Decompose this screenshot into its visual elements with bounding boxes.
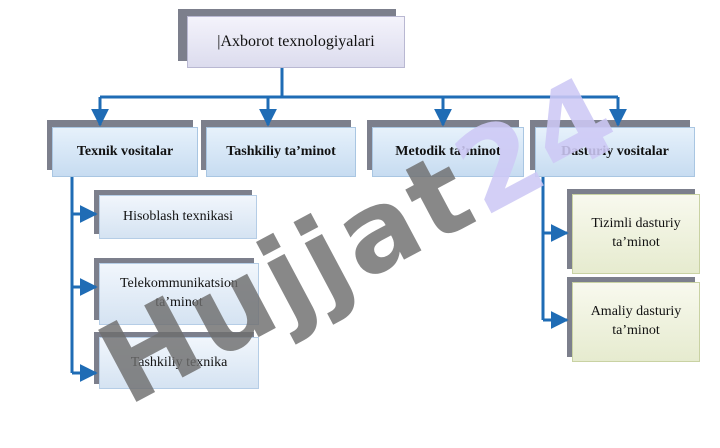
branch-software-label: Dasturiy vositalar [561, 143, 669, 159]
computing-node: Hisoblash texnikasi [99, 195, 257, 239]
connector-lines [70, 68, 627, 382]
office-tech-node: Tashkiliy texnika [99, 337, 259, 389]
system-software-node-label: Tizimli dasturiy ta’minot [591, 216, 681, 250]
branch-technical: Texnik vositalar [52, 127, 198, 177]
office-tech-node-label: Tashkiliy texnika [130, 354, 228, 370]
telecom-node-label: Telekommunikatsion ta’minot [119, 276, 238, 310]
branch-organizational-label: Tashkiliy ta’minot [226, 143, 336, 159]
computing-node-label: Hisoblash texnikasi [122, 208, 234, 224]
application-software-node-label: Amaliy dasturiy ta’minot [590, 304, 682, 338]
root-node-label: |Axborot texnologiyalari [217, 33, 375, 51]
application-software-node: Amaliy dasturiy ta’minot [572, 282, 700, 362]
branch-methodical-label: Metodik ta’minot [395, 143, 501, 159]
branch-technical-label: Texnik vositalar [76, 143, 174, 159]
system-software-node: Tizimli dasturiy ta’minot [572, 194, 700, 274]
branch-software: Dasturiy vositalar [535, 127, 695, 177]
branch-methodical: Metodik ta’minot [372, 127, 524, 177]
branch-organizational: Tashkiliy ta’minot [206, 127, 356, 177]
root-node: |Axborot texnologiyalari [187, 16, 405, 68]
telecom-node: Telekommunikatsion ta’minot [99, 263, 259, 325]
